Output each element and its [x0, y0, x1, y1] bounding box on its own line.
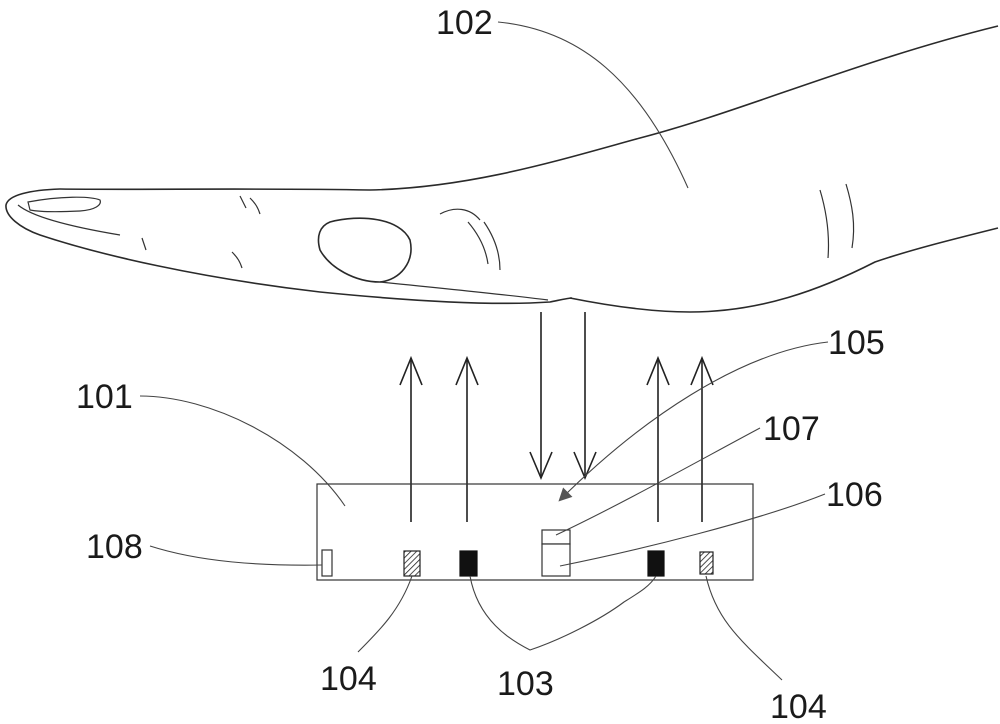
- thumb-contour: [317, 217, 412, 283]
- device-housing: [316, 483, 754, 581]
- palm-crease-1: [439, 208, 481, 221]
- up-arrow-1: [399, 355, 423, 522]
- leader-108: [149, 545, 323, 566]
- label-103: 103: [497, 665, 554, 703]
- label-107: 107: [763, 410, 820, 448]
- component-106-bottom: [541, 543, 571, 577]
- reflected-signal-arrows: [529, 312, 597, 481]
- leader-lines: [139, 21, 829, 681]
- label-104-left: 104: [320, 660, 377, 698]
- label-102: 102: [436, 4, 493, 42]
- leader-102: [497, 21, 689, 189]
- label-104-right: 104: [770, 688, 827, 724]
- up-arrow-3: [646, 355, 670, 522]
- receiver-left-dark: [459, 550, 478, 577]
- leader-106: [559, 493, 826, 567]
- down-arrow-2: [573, 312, 597, 481]
- label-106: 106: [826, 476, 883, 514]
- component-107-top: [541, 529, 571, 545]
- knuckle-crease-4: [249, 197, 261, 215]
- palm-crease-2: [467, 221, 489, 265]
- palm-crease-3: [483, 221, 501, 271]
- label-108: 108: [86, 528, 143, 566]
- knuckle-crease-3: [239, 195, 247, 209]
- leader-101: [139, 395, 346, 507]
- wrist-crease-1: [819, 189, 830, 259]
- device-components: [321, 529, 714, 577]
- emitter-left-hatched: [403, 550, 421, 577]
- label-101: 101: [76, 378, 133, 416]
- leader-103: [469, 575, 657, 651]
- up-arrow-4: [690, 355, 714, 522]
- index-fingernail: [27, 196, 101, 213]
- leader-107: [555, 427, 761, 536]
- receiver-right-dark: [647, 550, 665, 577]
- hand-illustration: [5, 25, 999, 313]
- leader-104-right: [705, 575, 783, 681]
- device-body: [316, 483, 754, 581]
- hand-lower-contour: [569, 227, 999, 313]
- knuckle-crease-1: [141, 237, 147, 251]
- emitter-right-hatched: [699, 551, 714, 575]
- emitted-signal-arrows: [399, 355, 714, 522]
- leader-105: [558, 341, 829, 502]
- thumb-base-line: [379, 281, 549, 301]
- leader-104-left: [357, 575, 413, 653]
- wrist-crease-2: [845, 183, 855, 249]
- label-105: 105: [828, 324, 885, 362]
- up-arrow-2: [455, 355, 479, 522]
- finger-inner-line: [17, 204, 121, 236]
- down-arrow-1: [529, 312, 553, 481]
- component-108: [321, 549, 333, 577]
- reference-numerals: 102 101 105 107 106 108 104 103 104: [76, 4, 885, 724]
- finger-tip-contour: [5, 188, 573, 305]
- knuckle-crease-2: [231, 251, 243, 269]
- hand-upper-contour: [59, 25, 999, 191]
